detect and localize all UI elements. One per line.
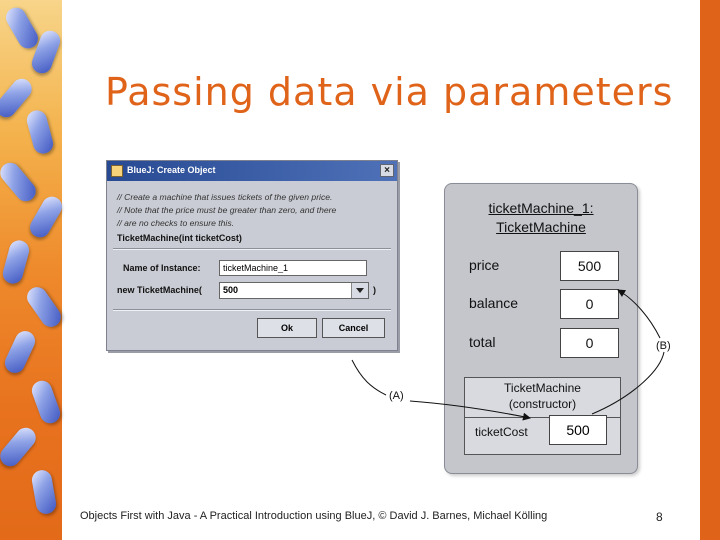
dialog-titlebar[interactable]: BlueJ: Create Object ×: [107, 161, 397, 181]
slide-title: Passing data via parameters: [105, 70, 674, 114]
decorative-pill-strip: [0, 0, 66, 540]
ticket-cost-value: 500: [223, 285, 239, 295]
arrow-a-top: [351, 359, 387, 396]
object-instance-name: ticketMachine_1:: [488, 200, 594, 216]
slide-footer: Objects First with Java - A Practical In…: [80, 510, 548, 522]
annotation-a: (A): [389, 390, 404, 402]
close-button[interactable]: ×: [380, 164, 394, 177]
right-accent-bar: [700, 0, 720, 540]
field-value-total: 0: [560, 328, 619, 358]
constructor-param-name: ticketCost: [475, 425, 528, 439]
page-number: 8: [656, 510, 663, 524]
bluej-app-icon: [111, 165, 123, 177]
field-value-price: 500: [560, 251, 619, 281]
create-object-dialog: BlueJ: Create Object × // Create a machi…: [106, 160, 398, 351]
field-label-total: total: [469, 334, 496, 350]
close-icon: ×: [384, 165, 390, 176]
annotation-b: (B): [656, 340, 671, 352]
field-value-balance: 0: [560, 289, 619, 319]
divider: [113, 248, 391, 250]
doc-comment-line: // are no checks to ensure this.: [117, 218, 235, 228]
ticket-cost-combobox[interactable]: 500: [219, 282, 369, 299]
doc-comment-line: // Note that the price must be greater t…: [117, 205, 337, 215]
divider: [465, 417, 620, 418]
chevron-down-icon: [356, 288, 364, 293]
constructor-class-name: TicketMachine: [504, 381, 581, 395]
instance-name-label: Name of Instance:: [123, 263, 201, 273]
divider: [113, 309, 391, 311]
field-label-balance: balance: [469, 295, 519, 311]
constructor-param-value: 500: [549, 415, 607, 445]
dialog-title: BlueJ: Create Object: [127, 165, 216, 175]
constructor-box: TicketMachine (constructor) ticketCost 5…: [464, 377, 621, 455]
arrow-b-bottom: [591, 351, 665, 415]
arrow-b: [617, 289, 661, 339]
cancel-button[interactable]: Cancel: [322, 318, 385, 338]
constructor-signature: TicketMachine(int ticketCost): [117, 233, 242, 243]
combo-dropdown-button[interactable]: [351, 283, 368, 298]
instance-name-input[interactable]: [219, 260, 367, 276]
ok-button[interactable]: Ok: [257, 318, 317, 338]
object-class-name: TicketMachine: [496, 219, 586, 235]
field-label-price: price: [469, 257, 500, 273]
doc-comment-line: // Create a machine that issues tickets …: [117, 192, 333, 202]
constructor-label: (constructor): [508, 397, 577, 411]
arrow-a: [409, 400, 531, 421]
param-close-paren: ): [373, 285, 376, 295]
param-label: new TicketMachine(: [117, 285, 202, 295]
object-inspector-panel: ticketMachine_1: TicketMachine price 500…: [444, 183, 638, 474]
